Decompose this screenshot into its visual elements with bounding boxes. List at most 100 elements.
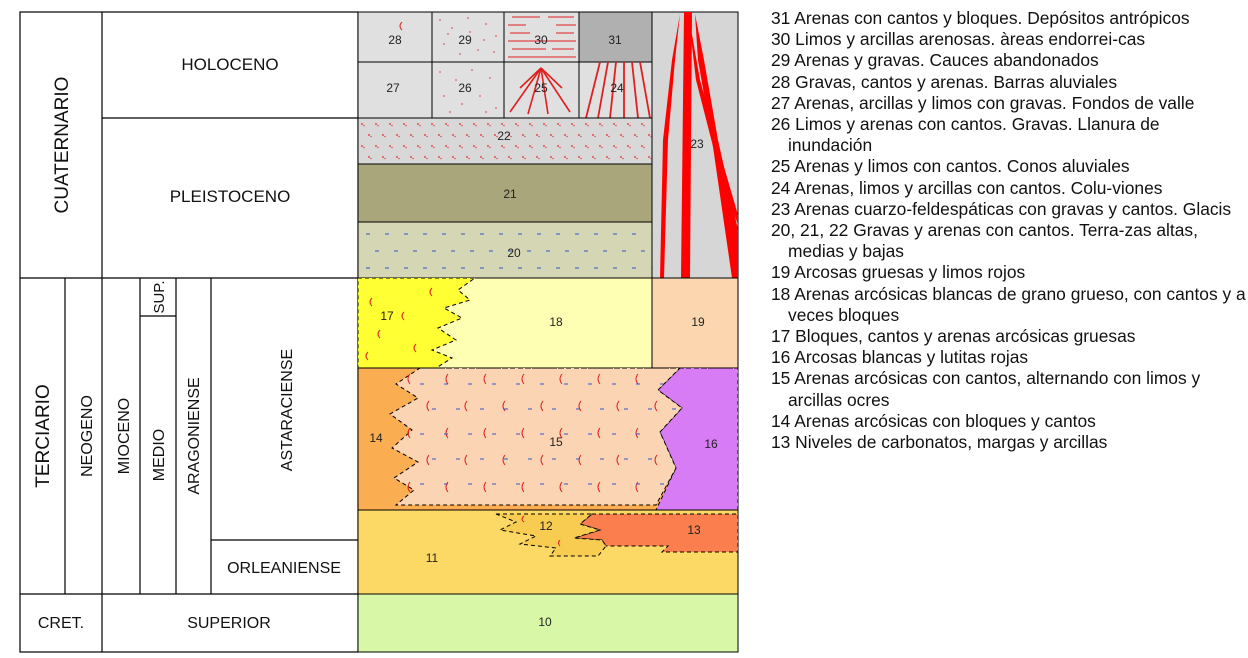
legend-item: 14 Arenas arcósicas con bloques y cantos bbox=[762, 411, 1248, 432]
subepoch-medio: MEDIO bbox=[151, 429, 168, 481]
legend-text: Arenas, arcillas y limos con gravas. Fon… bbox=[790, 92, 1195, 113]
chronostratigraphic-table bbox=[19, 11, 359, 653]
label-unit-20: 20 bbox=[507, 246, 521, 260]
label-unit-29: 29 bbox=[458, 33, 472, 47]
legend-text: Arenas y limos con cantos. Conos aluvial… bbox=[790, 156, 1130, 177]
unit-12 bbox=[495, 513, 607, 557]
label-unit-12: 12 bbox=[539, 519, 553, 533]
unit-25-pattern bbox=[509, 67, 571, 115]
period-cret: CRET. bbox=[38, 615, 84, 632]
table-labels: CUATERNARIO HOLOCENO PLEISTOCENO TERCIAR… bbox=[33, 55, 341, 632]
legend-text: Gravas, cantos y arenas. Barras aluviale… bbox=[790, 71, 1118, 92]
stratigraphic-column-diagram: CUATERNARIO HOLOCENO PLEISTOCENO TERCIAR… bbox=[19, 11, 739, 653]
unit-20-pattern bbox=[366, 233, 652, 269]
legend-number: 20, 21, 22 bbox=[771, 220, 849, 241]
label-unit-21: 21 bbox=[503, 187, 517, 201]
period-cuaternario: CUATERNARIO bbox=[52, 77, 73, 214]
legend-item: 13 Niveles de carbonatos, margas y arcil… bbox=[762, 432, 1248, 453]
label-unit-17: 17 bbox=[380, 309, 394, 323]
unit-19 bbox=[651, 277, 739, 369]
unit-30-pattern bbox=[508, 16, 576, 58]
legend-item: 27 Arenas, arcillas y limos con gravas. … bbox=[762, 93, 1248, 114]
label-unit-27: 27 bbox=[386, 81, 400, 95]
legend-number: 27 bbox=[771, 92, 791, 113]
epoch-pleistoceno: PLEISTOCENO bbox=[170, 187, 291, 206]
unit-10 bbox=[357, 593, 739, 653]
legend-item: 16 Arcosas blancas y lutitas rojas bbox=[762, 347, 1248, 368]
label-unit-24: 24 bbox=[610, 81, 624, 95]
legend-text: Arenas con cantos y bloques. Depósitos a… bbox=[790, 8, 1190, 28]
legend-number: 17 bbox=[771, 326, 791, 347]
unit-15-dashes bbox=[420, 383, 676, 485]
legend-text: Limos y arcillas arenosas. àreas endorre… bbox=[790, 29, 1146, 50]
legend-number: 30 bbox=[771, 29, 791, 50]
legend-text: Limos y arenas con cantos. Gravas. Llanu… bbox=[788, 114, 1160, 156]
legend-item: 17 Bloques, cantos y arenas arcósicas gr… bbox=[762, 326, 1248, 347]
label-unit-13: 13 bbox=[687, 523, 701, 537]
legend-number: 29 bbox=[771, 50, 791, 71]
unit-17-pattern bbox=[365, 287, 433, 361]
legend-number: 15 bbox=[771, 368, 791, 389]
period-terciario: TERCIARIO bbox=[33, 384, 54, 487]
legend-text: Arenas arcósicas blancas de grano grueso… bbox=[788, 283, 1246, 325]
legend-number: 25 bbox=[771, 156, 791, 177]
unit-23-red-wedges bbox=[660, 12, 738, 278]
unit-31 bbox=[578, 11, 653, 63]
unit-28 bbox=[357, 11, 433, 63]
legend-text: Bloques, cantos y arenas arcósicas grues… bbox=[790, 326, 1136, 347]
epoch-superior: SUPERIOR bbox=[187, 615, 271, 632]
label-unit-11: 11 bbox=[426, 551, 439, 565]
label-unit-14: 14 bbox=[369, 431, 383, 445]
legend-text: Arenas arcósicas con cantos, alternando … bbox=[788, 368, 1201, 410]
legend-number: 24 bbox=[771, 177, 791, 198]
legend-text: Arenas, limos y arcillas con cantos. Col… bbox=[790, 177, 1163, 198]
stage-astaraciense: ASTARACIENSE bbox=[279, 349, 296, 471]
legend-text: Arcosas blancas y lutitas rojas bbox=[790, 347, 1029, 368]
label-unit-31: 31 bbox=[608, 33, 622, 47]
unit-numbers: 28 29 30 31 27 26 25 24 23 22 21 20 17 1… bbox=[369, 33, 718, 629]
unit-29-pattern bbox=[439, 17, 497, 55]
legend-number: 23 bbox=[771, 198, 791, 219]
label-unit-19: 19 bbox=[691, 315, 705, 329]
legend-number: 18 bbox=[771, 283, 791, 304]
label-unit-22: 22 bbox=[497, 129, 511, 143]
legend-text: Gravas y arenas con cantos. Terra-zas al… bbox=[788, 220, 1198, 262]
legend-item: 30 Limos y arcillas arenosas. àreas endo… bbox=[762, 29, 1248, 50]
legend-item: 23 Arenas cuarzo-feldespáticas con grava… bbox=[762, 199, 1248, 220]
stage-orleaniense: ORLEANIENSE bbox=[227, 560, 341, 577]
legend-text: Arenas arcósicas con bloques y cantos bbox=[790, 410, 1096, 431]
label-unit-28: 28 bbox=[388, 33, 402, 47]
legend-item: 20, 21, 22 Gravas y arenas con cantos. T… bbox=[762, 220, 1248, 262]
unit-12-pattern bbox=[521, 515, 561, 547]
label-unit-23: 23 bbox=[690, 137, 704, 151]
stage-aragoniense: ARAGONIENSE bbox=[186, 377, 203, 494]
label-unit-26: 26 bbox=[458, 81, 472, 95]
legend-item: 15 Arenas arcósicas con cantos, alternan… bbox=[762, 368, 1248, 410]
unit-26-pattern bbox=[439, 69, 497, 113]
unit-22 bbox=[357, 117, 653, 165]
label-unit-18: 18 bbox=[549, 315, 563, 329]
legend-number: 16 bbox=[771, 347, 791, 368]
legend-text: Arenas y gravas. Cauces abandonados bbox=[790, 50, 1099, 71]
legend-number: 14 bbox=[771, 410, 791, 431]
legend-item: 28 Gravas, cantos y arenas. Barras aluvi… bbox=[762, 72, 1248, 93]
lithology-column: 28 29 30 31 27 26 25 24 23 22 21 20 17 1… bbox=[357, 11, 739, 653]
legend-item: 18 Arenas arcósicas blancas de grano gru… bbox=[762, 284, 1248, 326]
legend-item: 25 Arenas y limos con cantos. Conos aluv… bbox=[762, 156, 1248, 177]
legend-item: 19 Arcosas gruesas y limos rojos bbox=[762, 262, 1248, 283]
legend-text: Arenas cuarzo-feldespáticas con gravas y… bbox=[790, 198, 1232, 219]
legend-number: 31 bbox=[771, 8, 791, 28]
legend-item: 29 Arenas y gravas. Cauces abandonados bbox=[762, 50, 1248, 71]
unit-15 bbox=[389, 367, 683, 506]
unit-29 bbox=[431, 11, 505, 63]
unit-16 bbox=[655, 367, 739, 511]
unit-20 bbox=[357, 221, 653, 279]
legend-item: 26 Limos y arenas con cantos. Gravas. Ll… bbox=[762, 114, 1248, 156]
legend-number: 13 bbox=[771, 432, 791, 453]
label-unit-16: 16 bbox=[704, 437, 718, 451]
subperiod-neogeno: NEOGENO bbox=[79, 395, 96, 477]
label-unit-25: 25 bbox=[534, 81, 548, 95]
legend-item: 24 Arenas, limos y arcillas con cantos. … bbox=[762, 178, 1248, 199]
epoch-holoceno: HOLOCENO bbox=[181, 55, 278, 74]
unit-21 bbox=[357, 163, 653, 223]
